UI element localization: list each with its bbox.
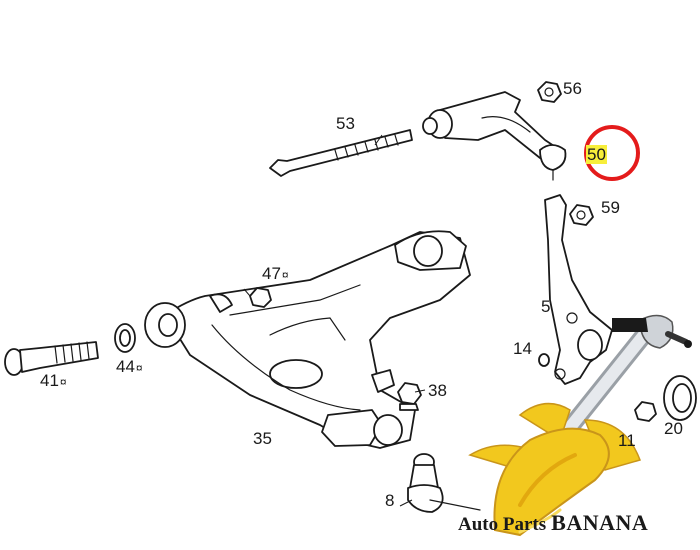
callout-44: 44¤ bbox=[116, 357, 143, 376]
nut-59 bbox=[569, 204, 594, 226]
banana-logo bbox=[468, 402, 641, 537]
callout-41: 41¤ bbox=[40, 371, 67, 390]
brand-line1: Auto Parts bbox=[458, 514, 547, 535]
bolt-41 bbox=[4, 341, 99, 376]
callout-53: 53 bbox=[336, 114, 355, 133]
washer-44 bbox=[114, 323, 136, 353]
nut-56 bbox=[537, 81, 562, 103]
nut-11 bbox=[634, 401, 657, 422]
seal-ring-20 bbox=[663, 375, 697, 421]
callout-20: 20 bbox=[664, 419, 683, 438]
callout-47: 47¤ bbox=[262, 264, 289, 283]
callout-14: 14 bbox=[513, 339, 532, 358]
callout-35: 35 bbox=[253, 429, 272, 448]
removable-symbol: ¤ bbox=[135, 361, 143, 375]
callout-56: 56 bbox=[563, 79, 582, 98]
nut-47 bbox=[249, 287, 272, 308]
stabilizer-link-icon bbox=[551, 314, 692, 449]
callout-5: 5 bbox=[541, 297, 551, 316]
steering-knuckle-5 bbox=[544, 194, 613, 385]
callout-11: 11 bbox=[618, 431, 636, 450]
callout-50: 50 bbox=[586, 145, 607, 164]
upper-control-arm-50 bbox=[422, 91, 567, 181]
ball-joint-8 bbox=[407, 453, 481, 513]
bushing-14 bbox=[538, 353, 550, 367]
removable-symbol: ¤ bbox=[281, 268, 289, 282]
callout-59: 59 bbox=[601, 198, 620, 217]
removable-symbol: ¤ bbox=[59, 375, 67, 389]
callout-38: 38 bbox=[428, 381, 447, 400]
leader-lines bbox=[243, 134, 426, 507]
lower-control-arm-35 bbox=[144, 230, 471, 449]
callout-8: 8 bbox=[385, 491, 395, 510]
nut-38 bbox=[397, 382, 422, 411]
brand-line2: BANANA bbox=[551, 510, 649, 535]
long-bolt-53 bbox=[269, 129, 413, 177]
